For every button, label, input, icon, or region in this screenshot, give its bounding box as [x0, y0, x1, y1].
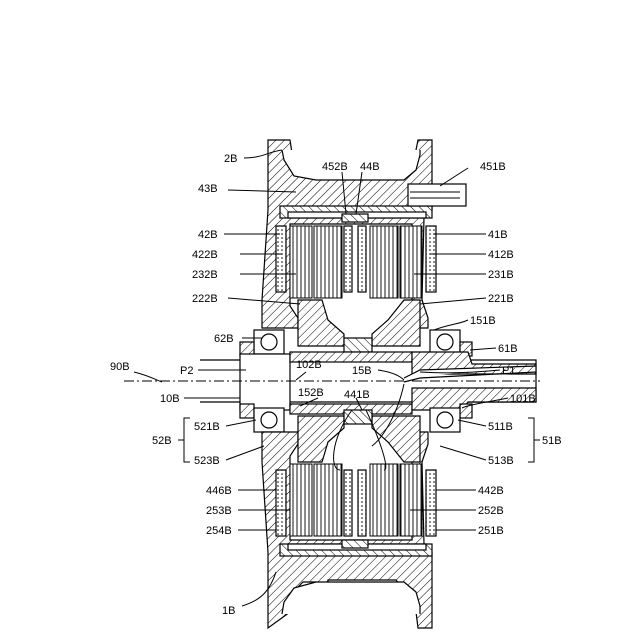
label-15B: 15B [352, 365, 372, 377]
label-221B: 221B [488, 293, 514, 305]
label-43B: 43B [198, 183, 218, 195]
label-251B: 251B [478, 525, 504, 537]
label-44B: 44B [360, 161, 380, 173]
label-102B: 102B [296, 359, 322, 371]
label-P1: P1 [502, 365, 515, 377]
label-2B: 2B [224, 153, 237, 165]
label-452B: 452B [322, 161, 348, 173]
label-52B: 52B [152, 435, 172, 447]
label-90B: 90B [110, 361, 130, 373]
label-51B: 51B [542, 435, 562, 447]
label-513B: 513B [488, 455, 514, 467]
label-152B: 152B [298, 387, 324, 399]
shaft [124, 352, 540, 414]
label-451B: 451B [480, 161, 506, 173]
label-511B: 511B [488, 421, 513, 433]
label-61B: 61B [498, 343, 518, 355]
label-441B: 441B [344, 389, 370, 401]
label-422B: 422B [192, 249, 218, 261]
label-151B: 151B [470, 315, 496, 327]
label-521B: 521B [194, 421, 220, 433]
label-252B: 252B [478, 505, 504, 517]
label-41B: 41B [488, 229, 508, 241]
label-101B: 101B [510, 393, 536, 405]
label-P2: P2 [180, 365, 193, 377]
label-232B: 232B [192, 269, 218, 281]
label-10B: 10B [160, 393, 180, 405]
label-442B: 442B [478, 485, 504, 497]
label-1B: 1B [222, 605, 235, 617]
label-253B: 253B [206, 505, 232, 517]
label-412B: 412B [488, 249, 514, 261]
label-254B: 254B [206, 525, 232, 537]
label-222B: 222B [192, 293, 218, 305]
label-231B: 231B [488, 269, 514, 281]
label-42B: 42B [198, 229, 218, 241]
label-446B: 446B [206, 485, 232, 497]
upper-motor-internals [276, 214, 436, 352]
label-523B: 523B [194, 455, 220, 467]
label-62B: 62B [214, 333, 234, 345]
